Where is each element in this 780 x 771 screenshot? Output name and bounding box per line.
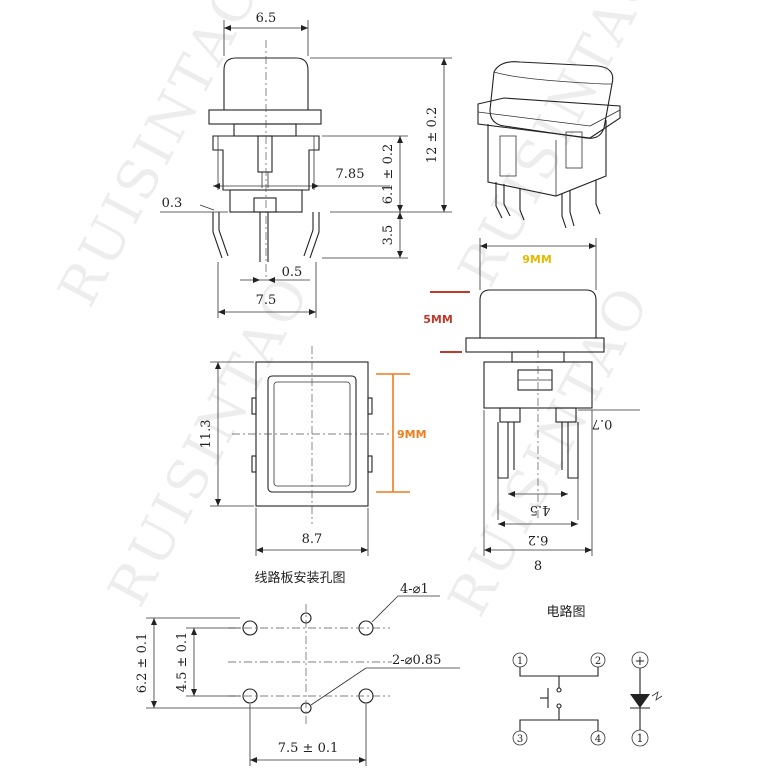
pcb-title: 线路板安装孔图 xyxy=(254,570,345,586)
dim-front-pin-thickness: 0.7 xyxy=(592,416,613,431)
circuit-diagram: 电路图 1 2 3 4 + 1 xyxy=(512,604,663,747)
dim-front-lead-pitch: 6.2 xyxy=(528,532,549,547)
dim-side-width-top: 6.5 xyxy=(256,11,277,26)
dim-side-pin-length: 3.5 xyxy=(381,225,396,246)
dim-front-base-width: 8 xyxy=(534,559,542,574)
dim-front-cap-height: 5MM xyxy=(423,313,453,326)
side-view: 6.5 12 ± 0.2 6.1 ± 0.2 3.5 7.85 0.3 0.5 xyxy=(160,11,452,318)
dim-front-pin-pitch: 4.5 xyxy=(530,502,551,517)
dim-top-inner: 9MM xyxy=(397,428,427,441)
pcb-dim-h: 7.5 ± 0.1 xyxy=(278,741,339,756)
pcb-dim-v2: 4.5 ± 0.1 xyxy=(175,632,190,693)
dim-side-gap: 0.3 xyxy=(162,196,183,211)
dim-top-width: 8.7 xyxy=(302,532,323,547)
dim-side-body-height: 6.1 ± 0.2 xyxy=(381,144,396,205)
pcb-holes-4: 4-⌀1 xyxy=(400,582,429,597)
dim-side-span: 7.85 xyxy=(336,167,365,182)
front-view: 9MM 5MM 0.7 4.5 6.2 xyxy=(423,238,640,574)
pcb-holes-2: 2-⌀0.85 xyxy=(392,653,441,668)
led-minus-terminal: 1 xyxy=(637,732,644,745)
dim-front-cap-width: 9MM xyxy=(522,253,552,266)
circuit-title: 电路图 xyxy=(546,604,585,620)
isometric-view xyxy=(477,61,621,229)
circuit-pin-2: 2 xyxy=(595,656,601,667)
circuit-pin-4: 4 xyxy=(595,734,601,745)
pcb-dim-v1: 6.2 ± 0.1 xyxy=(135,633,150,694)
circuit-pin-1: 1 xyxy=(517,656,523,667)
pcb-hole-pattern: 4-⌀1 2-⌀0.85 6.2 ± 0.1 4.5 ± 0.1 7.5 ± 0… xyxy=(135,582,460,766)
dim-top-height: 11.3 xyxy=(199,420,214,449)
dim-side-pin-span: 7.5 xyxy=(256,293,277,308)
watermark-group: RUISINTAO RUISINTAO RUISINTAO RUISINTAO xyxy=(46,0,673,626)
dim-side-pin-width: 0.5 xyxy=(282,265,303,280)
led-plus-terminal: + xyxy=(635,654,646,669)
dim-side-height-total: 12 ± 0.2 xyxy=(425,107,440,163)
watermark-1: RUISINTAO xyxy=(46,0,273,316)
circuit-pin-3: 3 xyxy=(517,734,523,745)
watermark-4: RUISINTAO xyxy=(436,274,663,626)
top-view: 11.3 8.7 9MM 线路板安装孔图 xyxy=(199,346,427,586)
